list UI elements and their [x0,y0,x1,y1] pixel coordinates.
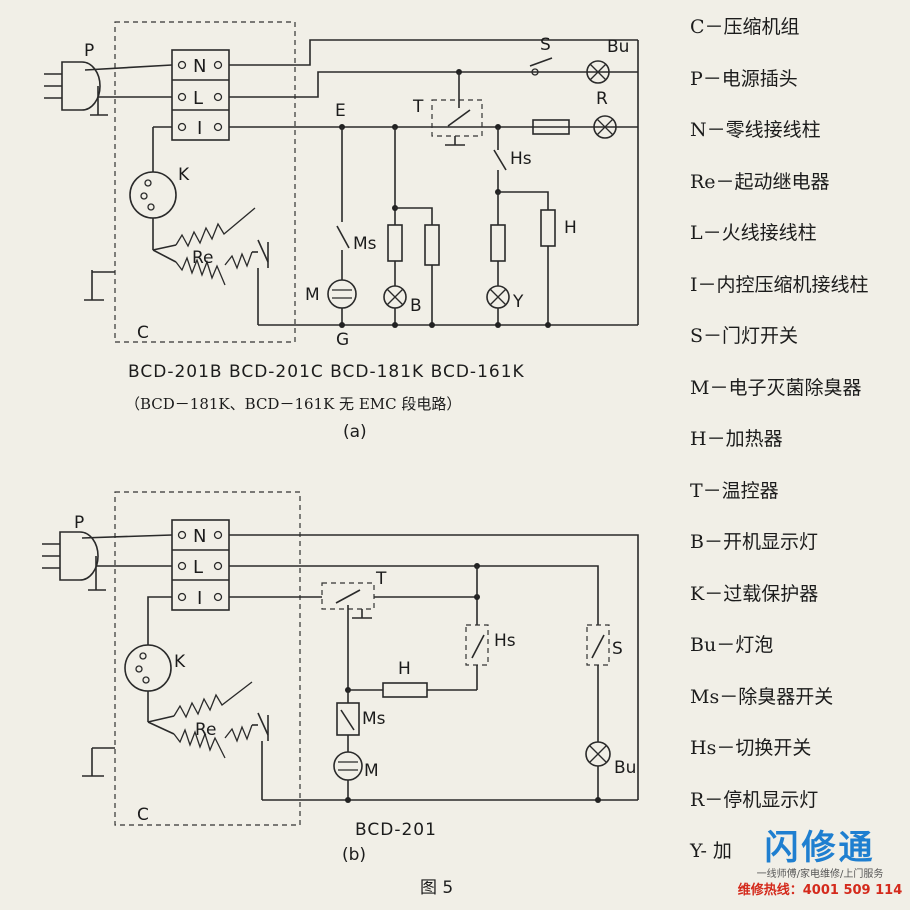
lamp-y-a: Y [486,192,524,325]
relay-label-b: Re [195,720,217,740]
legend: C－压缩机组 P－电源插头 N－零线接线柱 Re－起动继电器 L－火线接线柱 I… [690,10,908,886]
note-a: （BCD－181K、BCD－161K 无 EMC 段电路） [125,395,461,413]
lamp-b-a: B [383,127,440,325]
watermark-logo: 闪修通 一线师傅/家电维修/上门服务 维修热线：4001 509 114 [735,828,905,900]
bu-label-b: Bu [614,758,636,778]
legend-item: Y- 加 [690,840,732,862]
legend-item: Re－起动继电器 [690,170,830,193]
switch-hs-a: Hs [493,127,532,195]
hs-label-b: Hs [494,631,516,651]
terminal-n-label: N [193,56,206,77]
heater-h-b: H [348,659,477,698]
models-a: BCD-201B BCD-201C BCD-181K BCD-161K [128,362,525,382]
terminal-l-label-b: L [193,557,203,578]
thermostat-t-a: T [412,72,483,146]
e-label: E [335,101,346,121]
legend-item: M－电子灭菌除臭器 [690,376,862,399]
deodorizer-ms-m-a: Ms M [305,127,377,325]
plug-label: P [84,41,94,61]
start-relay-re-b: Re [147,681,269,800]
caption-b: (b) [342,845,366,865]
b-label: B [410,296,422,316]
legend-item: H－加热器 [690,428,783,450]
switch-hs-b: Hs [465,624,516,690]
bu-label: Bu [607,37,629,57]
overload-protector-k-a: K [129,165,190,219]
ms-label-b: Ms [362,709,386,729]
compressor-c-label-b: C [137,805,149,825]
compressor-box-a [114,21,296,343]
legend-item: L－火线接线柱 [690,222,817,244]
model-b: BCD-201 [355,820,437,840]
legend-item: P－电源插头 [690,67,798,90]
terminal-i-label-b: I [197,588,202,609]
door-switch-s-b: S [586,624,623,742]
legend-item: S－门灯开关 [690,325,799,347]
legend-item: Bu－灯泡 [690,634,774,656]
overload-protector-k-b: K [124,644,186,692]
r-label: R [596,89,608,109]
m-label: M [305,285,320,305]
compressor-c-label-a: C [137,323,149,343]
m-label-b: M [364,761,379,781]
s-label-b: S [612,639,623,659]
legend-item: C－压缩机组 [690,16,800,38]
diagram-b: N L I P K [42,491,639,865]
terminal-block-a: N L I [171,49,230,141]
legend-item: B－开机显示灯 [690,531,818,553]
legend-item: T－温控器 [690,479,779,502]
overload-label: K [178,165,190,185]
watermark-tagline: 一线师傅/家电维修/上门服务 [756,869,884,880]
plug-p-b: P [42,513,106,591]
terminal-l-label: L [193,88,203,109]
plug-label-b: P [74,513,84,533]
watermark-name: 闪修通 [764,828,876,868]
caption-a: (a) [343,422,367,442]
deodorizer-ms-m-b: Ms M [333,690,386,800]
terminal-n-label-b: N [193,526,206,547]
g-label: G [336,330,349,350]
diagram-a: N L I P K [44,21,639,442]
terminal-block-b: N L I [171,519,230,611]
start-relay-re-a: Re [152,207,269,325]
s-label: S [540,35,551,55]
h-label-b: H [398,659,411,679]
bulb-bu-a: Bu [586,37,629,84]
legend-item: K－过载保护器 [690,582,819,605]
h-label: H [564,218,577,238]
relay-label: Re [192,248,214,268]
heater-h-a: H [540,209,577,325]
overload-label-b: K [174,652,186,672]
ms-label: Ms [353,234,377,254]
legend-item: N－零线接线柱 [690,119,821,141]
thermostat-t-b: T [321,569,387,619]
legend-item: I－内控压缩机接线柱 [690,273,869,296]
terminal-i-label: I [197,118,202,139]
hs-label: Hs [510,149,532,169]
legend-item: Hs－切换开关 [690,737,812,759]
thermostat-label-b: T [375,569,387,589]
y-label: Y [512,292,524,312]
legend-item: Ms－除臭器开关 [690,685,834,708]
bulb-bu-b: Bu [585,741,636,800]
door-switch-s-a: S [529,35,553,76]
thermostat-label: T [412,97,424,117]
watermark-hotline: 维修热线：4001 509 114 [737,883,903,898]
compressor-box-b [114,491,301,826]
stop-lamp-r-a: R [532,89,617,139]
legend-item: R－停机显示灯 [690,788,819,811]
plug-p-a: P [44,41,108,116]
figure-caption: 图 5 [420,878,453,898]
